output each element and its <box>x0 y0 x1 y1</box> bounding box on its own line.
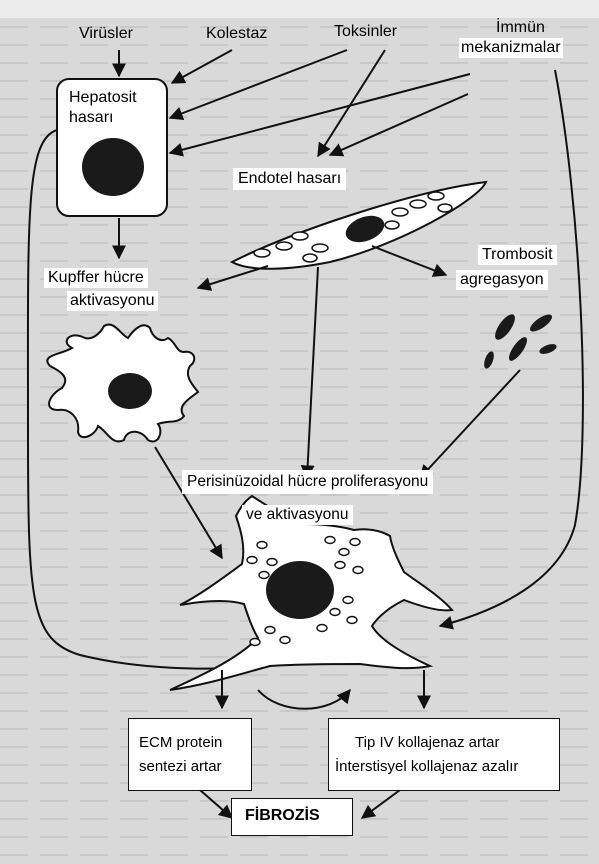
label-trombosit: Trombosit <box>478 245 557 265</box>
perisinusoidal-nucleus <box>266 561 334 619</box>
label-kolestaz: Kolestaz <box>206 24 267 44</box>
label-mekanizmalar: mekanizmalar <box>459 38 563 58</box>
label-interstisyel: İnterstisyel kollajenaz azalır <box>335 757 518 777</box>
label-immun: İmmün <box>496 18 545 38</box>
kupffer-nucleus <box>108 373 152 409</box>
label-perisinuzoidal: Perisinüzoidal hücre proliferasyonu <box>182 470 433 494</box>
label-ve-aktivasyonu: ve aktivasyonu <box>242 505 353 525</box>
label-kupffer: Kupffer hücre <box>44 268 148 288</box>
label-hasari: hasarı <box>69 108 113 128</box>
label-sentezi-artar: sentezi artar <box>139 757 222 777</box>
label-tip-iv: Tip IV kollajenaz artar <box>355 733 500 753</box>
collagenase-box: Tip IV kollajenaz artar İnterstisyel kol… <box>328 718 560 791</box>
label-agregasyon: agregasyon <box>456 270 548 290</box>
label-endotel-hasari: Endotel hasarı <box>233 168 346 190</box>
label-virusler: Virüsler <box>79 24 133 44</box>
ecm-box: ECM protein sentezi artar <box>128 718 252 791</box>
label-fibrozis: FİBROZİS <box>245 806 320 826</box>
label-aktivasyonu: aktivasyonu <box>67 291 158 311</box>
fibrozis-box: FİBROZİS <box>231 798 353 836</box>
label-toksinler: Toksinler <box>334 22 397 42</box>
top-band <box>0 0 599 18</box>
label-hepatosit: Hepatosit <box>69 88 137 108</box>
hepatocyte-nucleus <box>82 138 144 196</box>
label-ecm-protein: ECM protein <box>139 733 222 753</box>
